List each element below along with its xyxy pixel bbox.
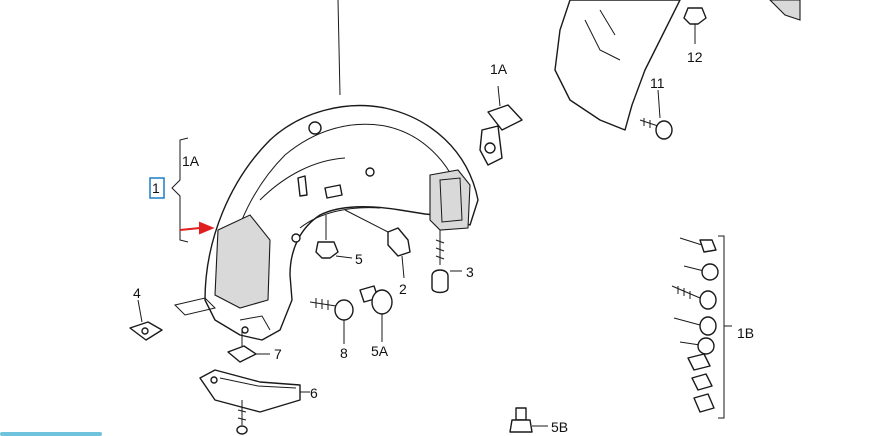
bolt-5b[interactable] bbox=[509, 407, 548, 433]
callout-1b[interactable]: 1B bbox=[737, 325, 754, 341]
callout-8[interactable]: 8 bbox=[340, 345, 348, 361]
horizontal-scrollbar[interactable] bbox=[0, 432, 102, 436]
callout-1[interactable]: 1 bbox=[152, 180, 160, 196]
clip-7[interactable] bbox=[227, 330, 270, 363]
callout-1a-top[interactable]: 1A bbox=[490, 61, 508, 77]
callout-1a-left[interactable]: 1A bbox=[182, 153, 200, 169]
screw-3[interactable] bbox=[431, 230, 462, 294]
clip-5a[interactable] bbox=[359, 285, 393, 342]
callout-11[interactable]: 11 bbox=[650, 75, 665, 91]
wheel-housing-liner[interactable] bbox=[204, 104, 479, 341]
callout-12[interactable]: 12 bbox=[687, 49, 703, 65]
callout-6[interactable]: 6 bbox=[310, 385, 318, 401]
highlight-box bbox=[149, 177, 165, 199]
callout-5a[interactable]: 5A bbox=[371, 343, 389, 359]
callout-2[interactable]: 2 bbox=[399, 281, 407, 297]
push-rivet-2[interactable] bbox=[387, 227, 411, 279]
rear-liner-partial bbox=[554, 0, 801, 131]
air-guide-part[interactable] bbox=[429, 169, 471, 231]
callout-5[interactable]: 5 bbox=[355, 251, 363, 267]
pointer-arrow bbox=[179, 221, 215, 235]
fastener-set-1b[interactable] bbox=[671, 235, 732, 419]
bracket-6[interactable] bbox=[199, 369, 310, 435]
callout-4[interactable]: 4 bbox=[133, 285, 141, 301]
clip-1a-top[interactable] bbox=[479, 85, 523, 166]
liner-lower-tab bbox=[174, 297, 216, 316]
screw-11[interactable] bbox=[639, 89, 673, 140]
callout-3[interactable]: 3 bbox=[466, 264, 474, 280]
clip-nut-4[interactable] bbox=[129, 299, 163, 341]
nut-5[interactable] bbox=[315, 215, 353, 259]
callout-7[interactable]: 7 bbox=[274, 346, 282, 362]
group-bracket-1 bbox=[171, 137, 189, 243]
nut-12[interactable] bbox=[683, 7, 707, 44]
reference-line bbox=[337, 0, 341, 96]
callout-5b[interactable]: 5B bbox=[551, 419, 568, 435]
screw-8[interactable] bbox=[309, 298, 354, 344]
